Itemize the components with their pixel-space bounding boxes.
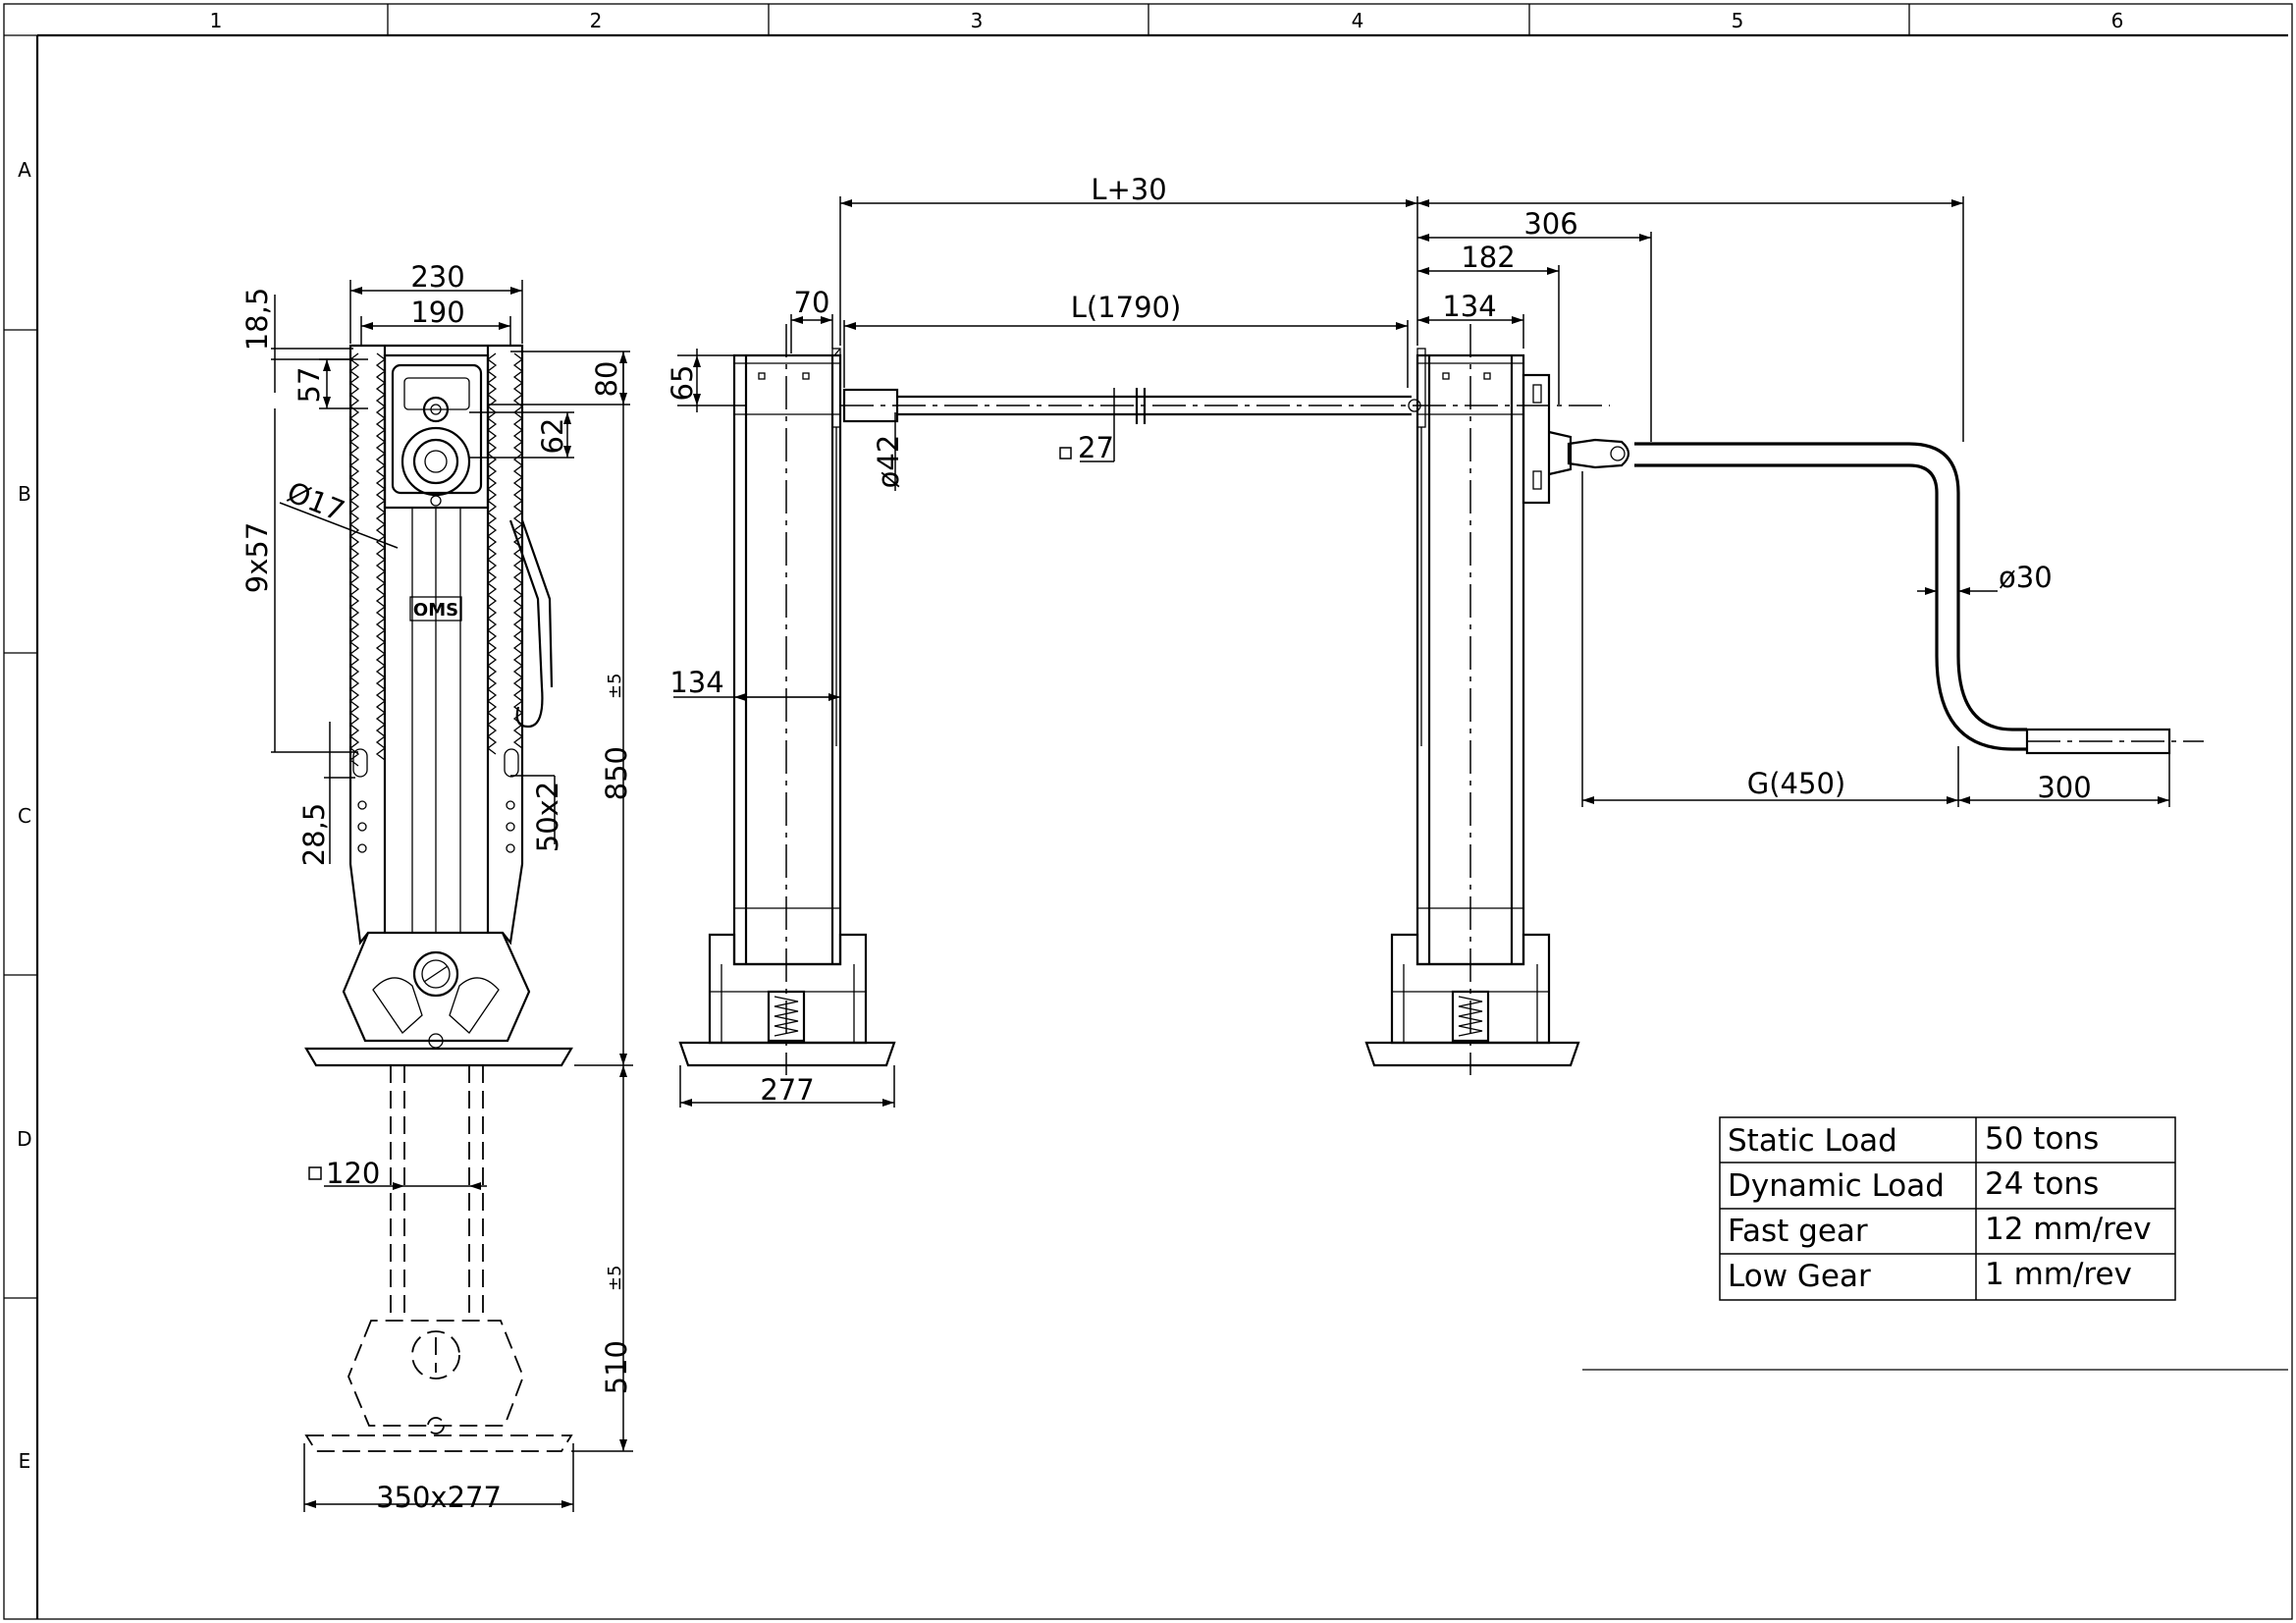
dim-l-1790: L(1790) xyxy=(1071,291,1182,324)
row-labels: A B C D E xyxy=(17,158,31,1473)
column-label: 4 xyxy=(1352,9,1364,32)
spec-label: Static Load xyxy=(1728,1123,1897,1159)
spec-row: Static Load 50 tons xyxy=(1728,1121,2099,1159)
dim-diameter-42: ø42 xyxy=(872,435,905,489)
dim-square-120: 120 xyxy=(326,1157,380,1190)
dim-50x2: 50x2 xyxy=(531,782,564,853)
dim-28-5: 28,5 xyxy=(297,803,331,867)
column-labels: 1 2 3 4 5 6 xyxy=(210,9,2124,32)
spec-value: 24 tons xyxy=(1985,1166,2099,1202)
spec-label: Fast gear xyxy=(1728,1214,1868,1249)
left-notch-stack xyxy=(348,352,387,767)
spec-row: Dynamic Load 24 tons xyxy=(1728,1166,2099,1204)
dim-18-5: 18,5 xyxy=(240,288,274,352)
dim-9x57: 9x57 xyxy=(240,522,274,594)
side-view xyxy=(678,324,2204,1075)
side-view-dimensions: L+30 306 182 134 70 L(1790) 65 xyxy=(666,173,2170,1108)
spec-label: Dynamic Load xyxy=(1728,1168,1945,1204)
brand-logo-text: OMS xyxy=(413,600,458,621)
dim-277: 277 xyxy=(760,1073,814,1107)
dim-850-tolerance: ±5 xyxy=(605,673,625,699)
row-label: B xyxy=(18,482,31,506)
row-label: C xyxy=(18,804,31,828)
dim-57: 57 xyxy=(293,367,326,404)
front-view: OMS xyxy=(304,344,573,1452)
spec-label: Low Gear xyxy=(1728,1259,1871,1294)
dim-65: 65 xyxy=(666,365,699,402)
dim-g-450: G(450) xyxy=(1747,767,1845,800)
spec-row: Fast gear 12 mm/rev xyxy=(1728,1212,2152,1249)
dim-diameter-30: ø30 xyxy=(1999,561,2053,594)
column-label: 3 xyxy=(971,9,984,32)
dim-diameter-17: Ø17 xyxy=(283,475,349,528)
spec-row: Low Gear 1 mm/rev xyxy=(1728,1257,2132,1294)
dim-134-top: 134 xyxy=(1442,290,1496,323)
column-label: 6 xyxy=(2111,9,2124,32)
row-label: A xyxy=(18,158,31,182)
dim-square-27: 27 xyxy=(1078,431,1114,464)
spec-value: 50 tons xyxy=(1985,1121,2099,1157)
dim-300: 300 xyxy=(2037,771,2091,804)
dim-80: 80 xyxy=(590,361,623,398)
dim-510: 510 xyxy=(600,1340,633,1394)
dim-134-side: 134 xyxy=(669,666,723,699)
dim-182: 182 xyxy=(1461,241,1515,274)
dim-510-tolerance: ±5 xyxy=(605,1265,625,1291)
spec-value: 1 mm/rev xyxy=(1985,1257,2132,1292)
dim-62: 62 xyxy=(536,418,569,455)
spec-value: 12 mm/rev xyxy=(1985,1212,2152,1247)
right-notch-stack xyxy=(486,352,524,755)
row-label: D xyxy=(17,1127,31,1151)
dim-70: 70 xyxy=(794,286,830,319)
column-label: 5 xyxy=(1732,9,1744,32)
row-label: E xyxy=(19,1449,31,1473)
dim-350x277: 350x277 xyxy=(376,1481,502,1514)
dim-850: 850 xyxy=(600,746,633,800)
dim-306: 306 xyxy=(1523,207,1577,241)
drawing-frame xyxy=(3,3,2293,1620)
dim-190: 190 xyxy=(410,296,464,329)
column-label: 1 xyxy=(210,9,223,32)
column-label: 2 xyxy=(590,9,603,32)
front-view-dimensions: 230 190 18,5 57 9x57 Ø17 80 xyxy=(240,260,633,1514)
spec-table: Static Load 50 tons Dynamic Load 24 tons… xyxy=(1582,1116,2288,1371)
dim-l-plus-30: L+30 xyxy=(1091,173,1166,206)
dim-230: 230 xyxy=(410,260,464,294)
